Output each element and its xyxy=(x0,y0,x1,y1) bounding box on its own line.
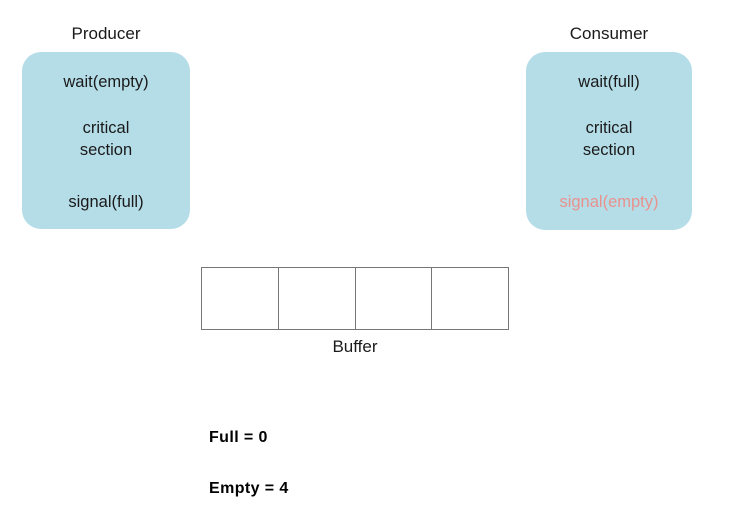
consumer-process-box: wait(full) critical section signal(empty… xyxy=(526,52,692,230)
producer-critical-section-line1: critical xyxy=(82,119,130,137)
semaphore-full-value: Full = 0 xyxy=(209,429,268,446)
consumer-critical-section-line2: section xyxy=(582,141,636,159)
consumer-title: Consumer xyxy=(569,24,649,43)
buffer-label: Buffer xyxy=(332,337,378,356)
buffer-slot xyxy=(277,267,355,330)
buffer-slot xyxy=(431,267,509,330)
buffer-slot xyxy=(201,267,278,330)
producer-process-box: wait(empty) critical section signal(full… xyxy=(22,52,190,229)
producer-critical-section-line2: section xyxy=(79,141,133,159)
consumer-signal-statement: signal(empty) xyxy=(559,193,659,211)
consumer-critical-section-line1: critical xyxy=(585,119,633,137)
buffer-slots xyxy=(201,267,509,330)
buffer-slot xyxy=(354,267,432,330)
producer-signal-statement: signal(full) xyxy=(68,193,144,211)
semaphore-empty-value: Empty = 4 xyxy=(209,480,289,497)
producer-title: Producer xyxy=(71,24,141,43)
producer-wait-statement: wait(empty) xyxy=(63,73,149,91)
consumer-wait-statement: wait(full) xyxy=(578,73,640,91)
